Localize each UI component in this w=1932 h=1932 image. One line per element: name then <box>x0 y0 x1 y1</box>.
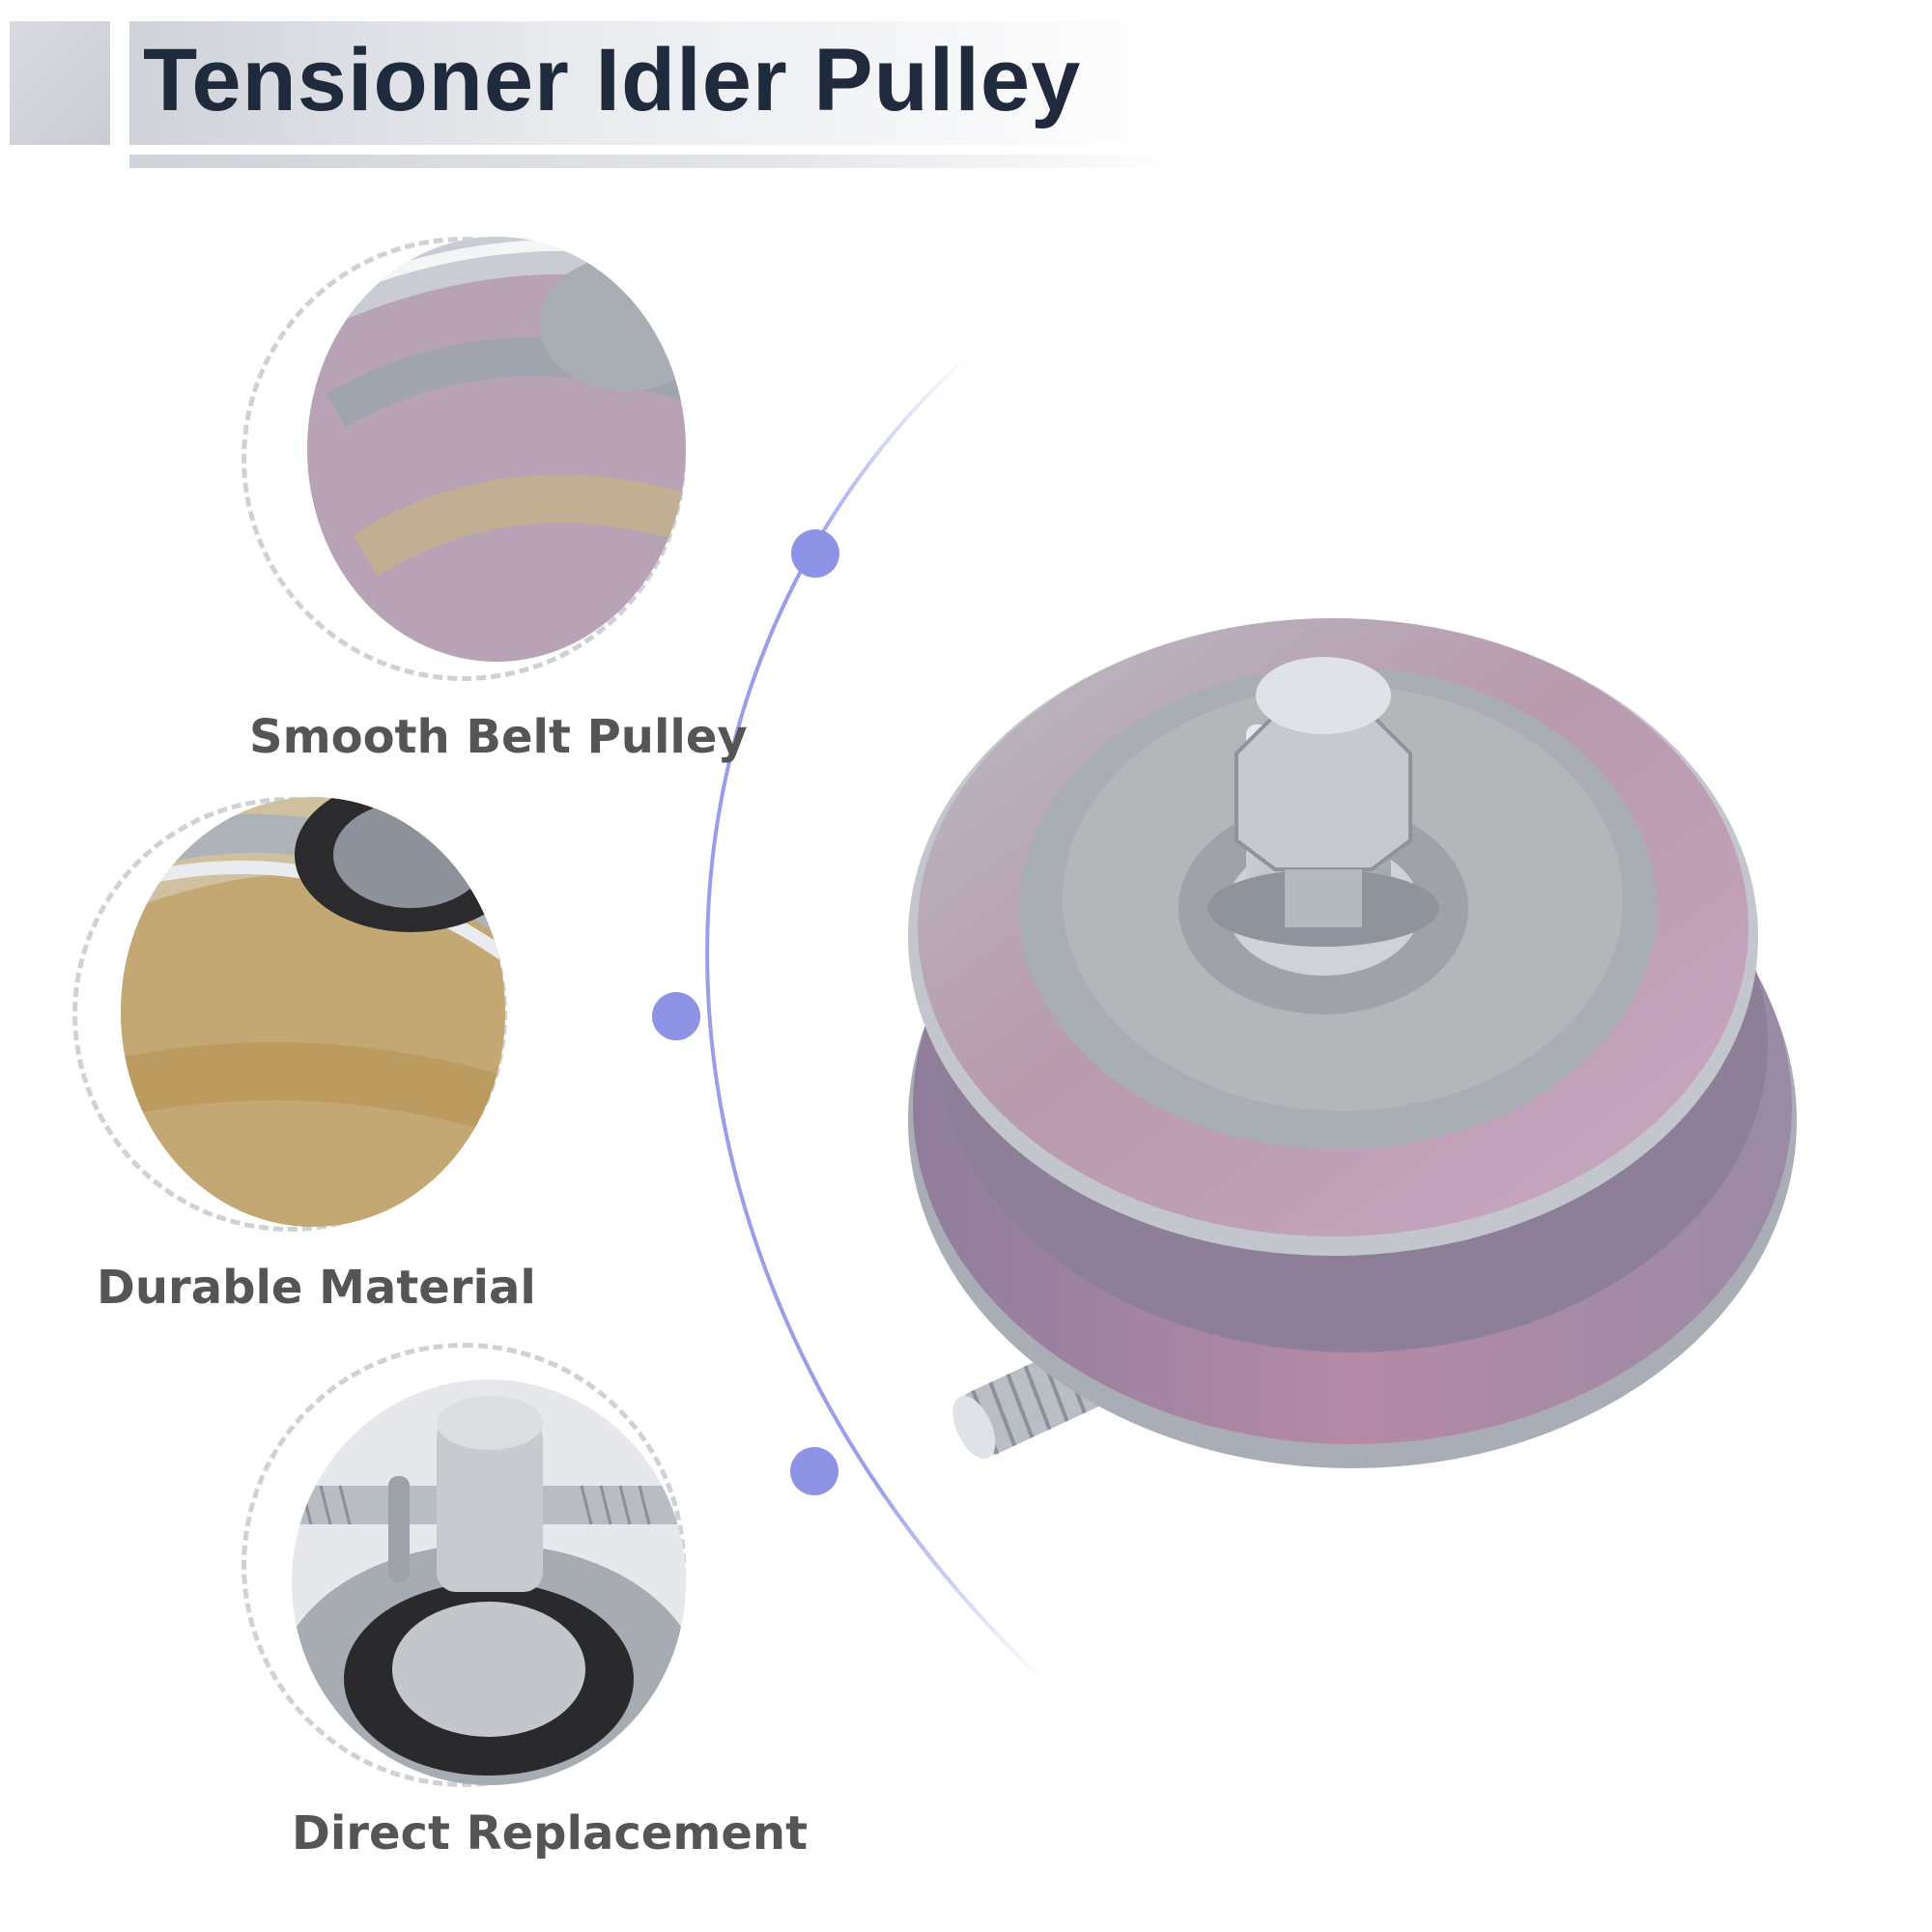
arc-dot-2 <box>652 992 700 1040</box>
feature-direct-replacement: Direct Replacement <box>242 1343 808 1861</box>
page-title: Tensioner Idler Pulley <box>143 31 1082 129</box>
tensioner-idler-pulley-image <box>831 618 1816 1507</box>
arc-line <box>705 355 1045 1683</box>
feature-label: Durable Material <box>97 1261 536 1315</box>
pulley-rim-closeup-image <box>307 237 686 662</box>
pulley-material-closeup-image <box>121 797 505 1227</box>
arc-dot-3 <box>790 1447 838 1495</box>
title-underline <box>129 155 1192 168</box>
feature-smooth-belt-pulley: Smooth Belt Pulley <box>242 237 748 764</box>
title-banner: Tensioner Idler Pulley <box>0 0 1208 184</box>
feature-label: Direct Replacement <box>292 1806 809 1861</box>
feature-durable-material: Durable Material <box>72 797 536 1315</box>
title-accent-square <box>10 21 110 145</box>
arc-dot-1 <box>791 529 839 578</box>
pulley-bolt-closeup-image <box>292 1379 686 1785</box>
title-background-band <box>129 21 1192 145</box>
feature-label: Smooth Belt Pulley <box>249 710 748 764</box>
